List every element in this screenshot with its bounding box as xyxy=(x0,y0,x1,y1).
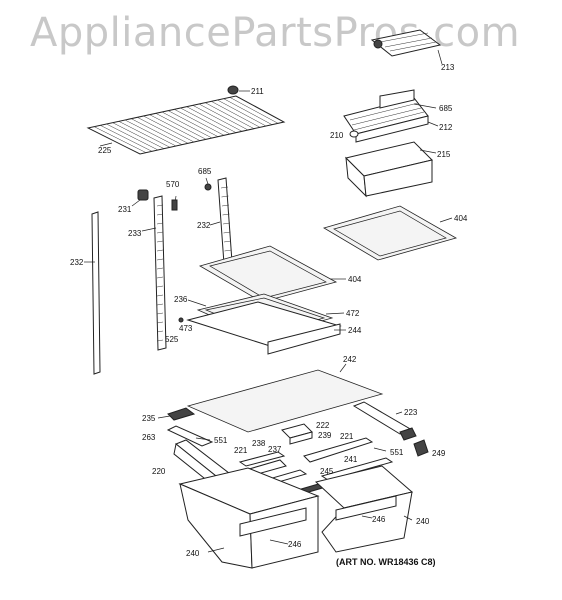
part-238-rail[interactable] xyxy=(238,451,286,467)
part-404-glass-shelf-right[interactable] xyxy=(323,205,458,261)
label-404-middle: 404 xyxy=(348,275,362,284)
label-220: 220 xyxy=(152,467,166,476)
part-235-bracket[interactable] xyxy=(157,407,196,421)
label-239: 239 xyxy=(318,431,332,440)
label-525: 525 xyxy=(165,335,179,344)
part-232-left-rail[interactable] xyxy=(84,211,101,375)
part-221-rail-right[interactable] xyxy=(303,437,374,463)
watermark: AppliancePartsPros.com xyxy=(30,10,521,56)
part-570-screw[interactable] xyxy=(171,195,178,211)
label-242: 242 xyxy=(343,355,357,364)
part-223-support[interactable] xyxy=(352,401,417,441)
part-212-door-bin[interactable] xyxy=(343,89,439,143)
label-233: 233 xyxy=(128,229,142,238)
part-241-slide[interactable] xyxy=(320,457,394,481)
label-236: 236 xyxy=(174,295,188,304)
label-685-clip: 685 xyxy=(198,167,212,176)
label-240-left: 240 xyxy=(186,549,200,558)
label-249: 249 xyxy=(432,449,446,458)
label-404-right: 404 xyxy=(454,214,468,223)
label-213: 213 xyxy=(441,63,455,72)
label-215: 215 xyxy=(437,150,451,159)
label-221-right: 221 xyxy=(340,432,354,441)
label-235: 235 xyxy=(142,414,156,423)
label-221-left: 221 xyxy=(234,446,248,455)
label-232-middle: 232 xyxy=(197,221,211,230)
label-241: 241 xyxy=(344,455,358,464)
label-240-right: 240 xyxy=(416,517,430,526)
label-244: 244 xyxy=(348,326,362,335)
label-238: 238 xyxy=(252,439,266,448)
part-211-clip[interactable] xyxy=(227,85,250,95)
part-215-bin[interactable] xyxy=(345,141,437,198)
label-223: 223 xyxy=(404,408,418,417)
part-213-shelf[interactable] xyxy=(370,29,443,65)
part-249-latch[interactable] xyxy=(413,439,429,457)
part-239-center-support[interactable] xyxy=(281,423,313,445)
part-240-drawer-left[interactable] xyxy=(178,467,320,569)
part-233-rail[interactable] xyxy=(141,195,167,351)
label-685: 685 xyxy=(439,104,453,113)
part-685-clip[interactable] xyxy=(204,177,212,191)
part-232-middle-rail[interactable] xyxy=(209,177,233,265)
label-551-right: 551 xyxy=(390,448,404,457)
label-212: 212 xyxy=(439,123,453,132)
part-551-screw-right[interactable] xyxy=(373,447,387,452)
part-242-crisper-cover[interactable] xyxy=(186,363,384,433)
label-246-left: 246 xyxy=(288,540,302,549)
part-404-glass-shelf-middle[interactable] xyxy=(198,245,346,303)
label-231: 231 xyxy=(118,205,132,214)
label-472: 472 xyxy=(346,309,360,318)
label-570: 570 xyxy=(166,180,180,189)
art-number: (ART NO. WR18436 C8) xyxy=(336,557,436,567)
part-551-screw-left[interactable] xyxy=(195,437,211,441)
part-263-support[interactable] xyxy=(166,425,214,447)
label-263: 263 xyxy=(142,433,156,442)
label-232-left: 232 xyxy=(70,258,84,267)
part-244-drawer[interactable] xyxy=(178,301,346,355)
label-237: 237 xyxy=(268,445,282,454)
label-210: 210 xyxy=(330,131,344,140)
label-551-left: 551 xyxy=(214,436,228,445)
label-473: 473 xyxy=(179,324,193,333)
label-245: 245 xyxy=(320,467,334,476)
part-225-wire-shelf[interactable] xyxy=(86,95,286,155)
part-231-cap[interactable] xyxy=(131,189,149,207)
label-225: 225 xyxy=(98,146,112,155)
part-240-drawer-right[interactable] xyxy=(314,465,414,553)
label-246-right: 246 xyxy=(372,515,386,524)
label-211: 211 xyxy=(251,87,264,96)
label-222: 222 xyxy=(316,421,330,430)
